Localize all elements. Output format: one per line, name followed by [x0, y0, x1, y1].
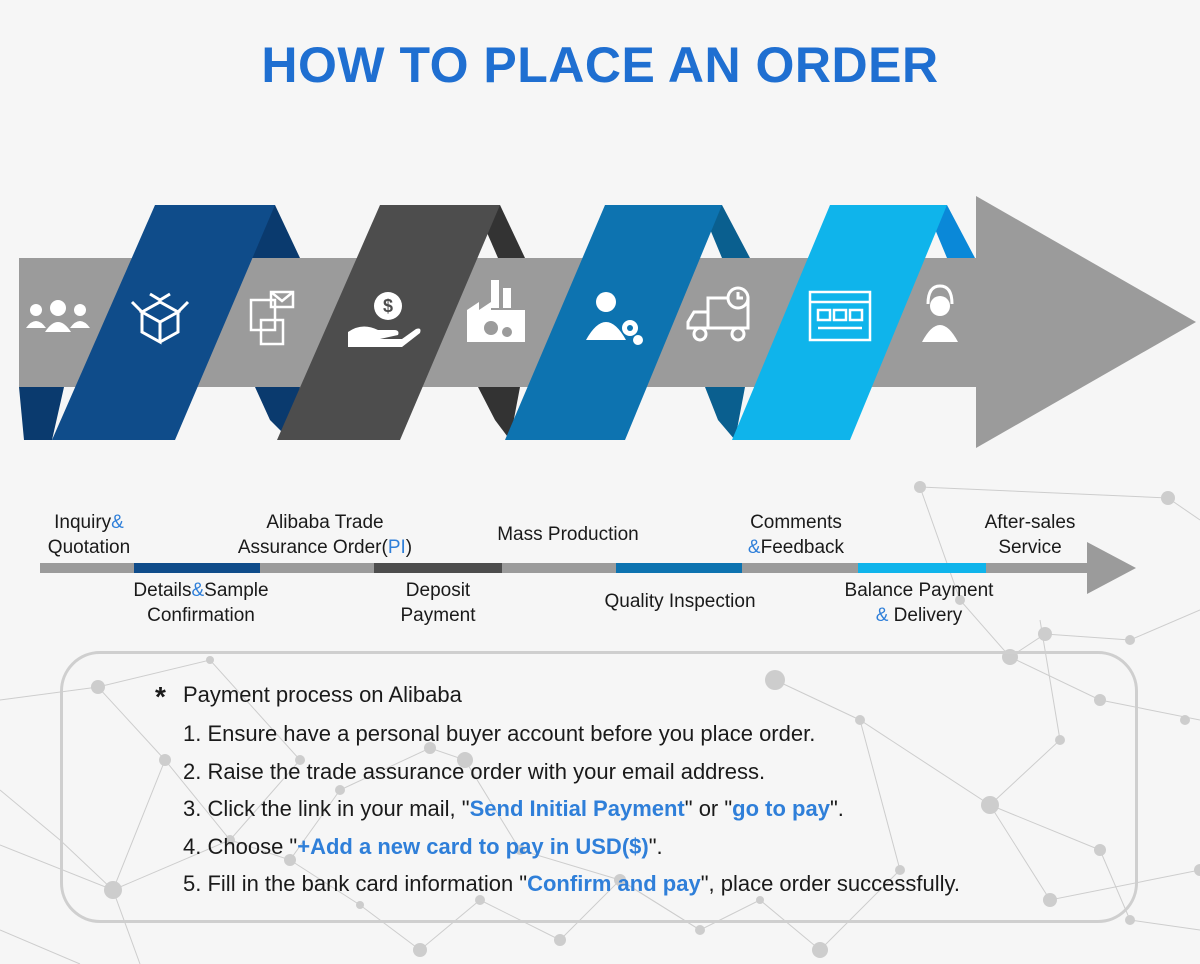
timeline-seg-4	[374, 563, 502, 573]
list-item: 1. Ensure have a personal buyer account …	[183, 721, 816, 746]
ribbon-sky-blue	[732, 205, 947, 440]
fold-steel-bottom	[478, 387, 520, 440]
customer-group-icon	[26, 300, 90, 332]
timeline-arrow	[40, 542, 1136, 594]
payment-heading: *Payment process on Alibaba	[155, 681, 462, 712]
timeline-arrow-head	[1087, 542, 1136, 594]
timeline-seg-5	[502, 563, 616, 573]
asterisk-icon: *	[155, 681, 166, 712]
timeline-seg-3	[260, 563, 374, 573]
step-label-quality-inspection: Quality Inspection	[604, 591, 756, 612]
arrow-head	[976, 196, 1196, 448]
list-item: 4. Choose "+Add a new card to pay in USD…	[183, 833, 663, 859]
svg-text:$: $	[383, 296, 393, 316]
ribbon-dark-gray	[277, 205, 500, 440]
customer-service-icon	[922, 284, 958, 342]
inspector-gear-icon	[586, 292, 643, 345]
ribbon-navy	[52, 205, 275, 440]
timeline-seg-6	[616, 563, 742, 573]
list-item: 3. Click the link in your mail, "Send In…	[183, 796, 844, 821]
list-item: 5. Fill in the bank card information "Co…	[183, 871, 960, 896]
delivery-truck-icon	[686, 286, 750, 342]
timeline-seg-9	[986, 563, 1090, 573]
web-page-icon	[808, 290, 872, 342]
step-label-deposit-payment: Deposit Payment	[400, 580, 476, 626]
document-envelope-icon	[249, 290, 295, 346]
package-box-icon	[130, 292, 190, 345]
step-label-comments-feedback: Comments &Feedback	[747, 512, 845, 558]
step-label-trade-assurance-order: Alibaba Trade Assurance Order(PI)	[237, 512, 413, 558]
money-hand-icon: $	[348, 292, 421, 347]
step-label-inquiry: Inquiry& Quotation	[47, 512, 131, 558]
timeline-seg-2	[134, 563, 260, 573]
timeline-seg-7	[742, 563, 858, 573]
process-ribbon-diagram: $	[19, 196, 1196, 448]
page-title: HOW TO PLACE AN ORDER	[261, 37, 939, 93]
list-item: 2. Raise the trade assurance order with …	[183, 758, 766, 784]
step-label-mass-production: Mass Production	[497, 524, 639, 545]
ribbon-steel-blue	[505, 205, 722, 440]
fold-navy-bottom	[19, 387, 64, 440]
fold-sky-bottom	[705, 387, 745, 440]
step-label-balance-delivery: Balance Payment & Delivery	[844, 580, 994, 626]
payment-steps-list: 1. Ensure have a personal buyer account …	[183, 715, 960, 903]
factory-gear-icon	[467, 280, 525, 342]
timeline-seg-1	[40, 563, 134, 573]
payment-process-box	[60, 651, 1138, 923]
timeline-seg-8	[858, 563, 986, 573]
step-label-details-sample: Details&Sample Confirmation	[133, 580, 269, 626]
step-label-after-sales: After-sales Service	[984, 512, 1076, 558]
